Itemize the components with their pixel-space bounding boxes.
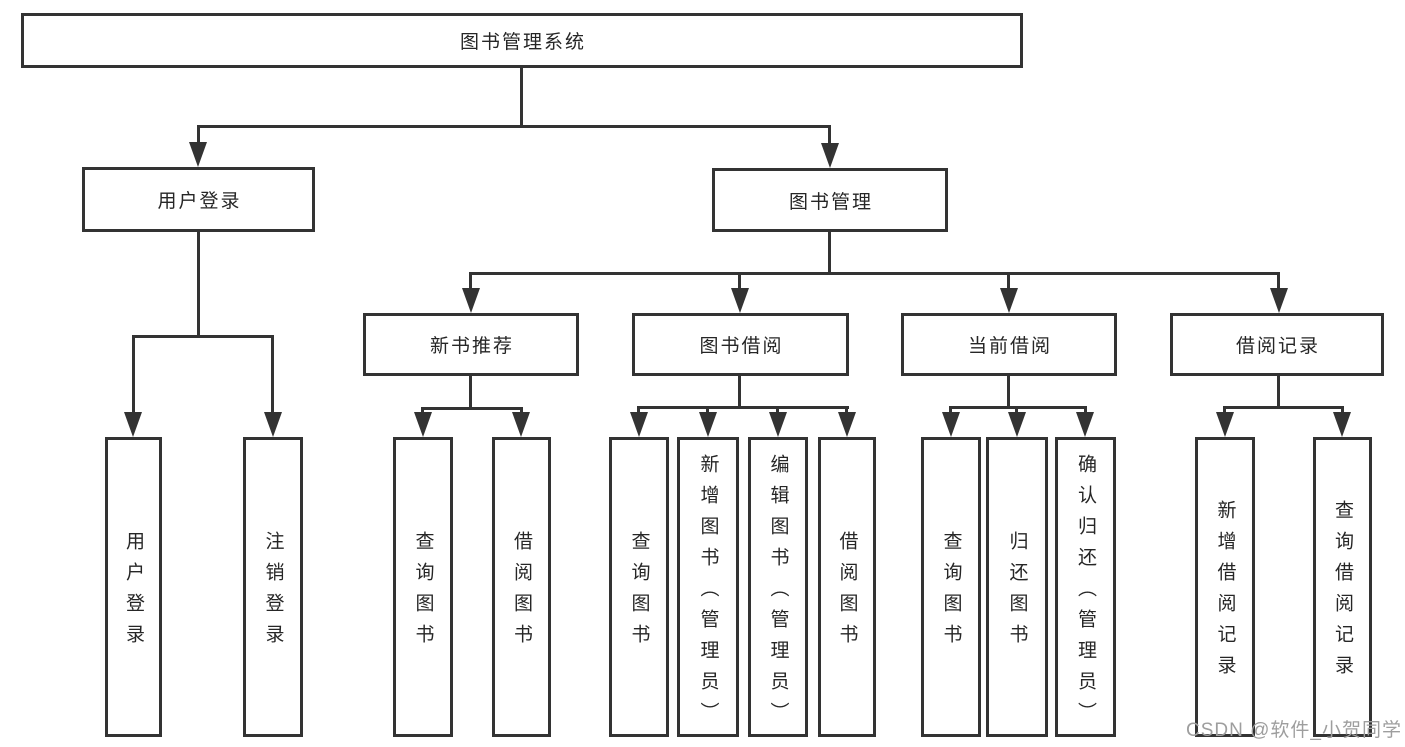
connector-bar bbox=[197, 125, 831, 128]
connector-stem bbox=[520, 68, 523, 125]
connector-bar bbox=[949, 406, 1087, 409]
connector-drop bbox=[738, 272, 741, 288]
connector-drop bbox=[271, 335, 274, 412]
connector-stem bbox=[1007, 376, 1010, 406]
connector-drop bbox=[845, 406, 848, 414]
arrow-down-icon bbox=[1216, 412, 1234, 437]
connector-bar bbox=[637, 406, 849, 409]
arrow-down-icon bbox=[264, 412, 282, 437]
connector-drop bbox=[1223, 406, 1226, 414]
arrow-down-icon bbox=[731, 288, 749, 313]
connector-bar bbox=[1223, 406, 1344, 409]
arrow-down-icon bbox=[462, 288, 480, 313]
connector-stem bbox=[828, 232, 831, 272]
arrow-down-icon bbox=[821, 143, 839, 168]
connector-bar bbox=[469, 272, 1280, 275]
leaf-add-book-admin: 新增图书（管理员） bbox=[677, 437, 739, 737]
node-current-borrow-label: 当前借阅 bbox=[967, 336, 1052, 357]
leaf-logout-label: 注销登录 bbox=[262, 531, 284, 655]
node-book-borrow-label: 图书借阅 bbox=[699, 336, 784, 357]
connector-bar bbox=[421, 407, 523, 410]
connector-drop bbox=[1277, 272, 1280, 288]
connector-drop bbox=[776, 406, 779, 414]
leaf-current-search-book: 查询图书 bbox=[921, 437, 981, 737]
leaf-recommend-search-book: 查询图书 bbox=[393, 437, 453, 737]
leaf-search-borrow-record-label: 查询借阅记录 bbox=[1332, 500, 1353, 686]
arrow-down-icon bbox=[1076, 412, 1094, 437]
leaf-user-login: 用户登录 bbox=[105, 437, 162, 737]
leaf-edit-book-admin: 编辑图书（管理员） bbox=[748, 437, 808, 737]
leaf-borrow-book: 借阅图书 bbox=[818, 437, 876, 737]
node-library-system-label: 图书管理系统 bbox=[459, 32, 586, 53]
node-user-login: 用户登录 bbox=[82, 167, 315, 232]
leaf-borrow-search-book-label: 查询图书 bbox=[628, 531, 650, 655]
connector-drop bbox=[1084, 406, 1087, 414]
node-new-book-recommend-label: 新书推荐 bbox=[429, 336, 514, 357]
leaf-edit-book-admin-label: 编辑图书（管理员） bbox=[767, 453, 789, 733]
connector-drop bbox=[520, 407, 523, 414]
leaf-search-borrow-record: 查询借阅记录 bbox=[1313, 437, 1372, 737]
node-book-management: 图书管理 bbox=[712, 168, 948, 232]
leaf-borrow-search-book: 查询图书 bbox=[609, 437, 669, 737]
node-borrow-record: 借阅记录 bbox=[1170, 313, 1384, 376]
connector-drop bbox=[828, 125, 831, 144]
connector-drop bbox=[1341, 406, 1344, 414]
arrow-down-icon bbox=[124, 412, 142, 437]
connector-drop bbox=[421, 407, 424, 414]
connector-stem bbox=[1277, 376, 1280, 406]
leaf-add-borrow-record: 新增借阅记录 bbox=[1195, 437, 1255, 737]
arrow-down-icon bbox=[769, 412, 787, 437]
node-book-management-label: 图书管理 bbox=[788, 191, 873, 213]
arrow-down-icon bbox=[630, 412, 648, 437]
connector-drop bbox=[1015, 406, 1018, 414]
arrow-down-icon bbox=[1270, 288, 1288, 313]
leaf-add-book-admin-label: 新增图书（管理员） bbox=[697, 453, 719, 733]
leaf-add-borrow-record-label: 新增借阅记录 bbox=[1214, 500, 1236, 686]
arrow-down-icon bbox=[512, 412, 530, 437]
connector-drop bbox=[949, 406, 952, 414]
connector-drop bbox=[132, 335, 135, 412]
connector-bar bbox=[132, 335, 274, 338]
leaf-recommend-search-book-label: 查询图书 bbox=[412, 531, 434, 655]
node-new-book-recommend: 新书推荐 bbox=[363, 313, 579, 376]
leaf-user-login-label: 用户登录 bbox=[123, 531, 144, 655]
leaf-recommend-borrow-book-label: 借阅图书 bbox=[511, 531, 532, 655]
leaf-current-search-book-label: 查询图书 bbox=[940, 531, 962, 655]
connector-stem bbox=[197, 232, 200, 335]
leaf-return-book: 归还图书 bbox=[986, 437, 1048, 737]
node-borrow-record-label: 借阅记录 bbox=[1235, 336, 1320, 357]
node-library-system: 图书管理系统 bbox=[21, 13, 1023, 68]
arrow-down-icon bbox=[942, 412, 960, 437]
arrow-down-icon bbox=[1000, 288, 1018, 313]
leaf-return-book-label: 归还图书 bbox=[1006, 531, 1028, 655]
arrow-down-icon bbox=[699, 412, 717, 437]
leaf-confirm-return-admin-label: 确认归还（管理员） bbox=[1075, 453, 1096, 733]
connector-drop bbox=[469, 272, 472, 288]
connector-drop bbox=[1007, 272, 1010, 288]
arrow-down-icon bbox=[414, 412, 432, 437]
connector-stem bbox=[469, 376, 472, 407]
csdn-watermark: CSDN @软件_小贺同学 bbox=[1186, 720, 1402, 741]
connector-drop bbox=[637, 406, 640, 414]
connector-stem bbox=[738, 376, 741, 406]
connector-drop bbox=[197, 125, 200, 143]
connector-drop bbox=[706, 406, 709, 414]
leaf-confirm-return-admin: 确认归还（管理员） bbox=[1055, 437, 1116, 737]
leaf-logout: 注销登录 bbox=[243, 437, 303, 737]
arrow-down-icon bbox=[1333, 412, 1351, 437]
leaf-borrow-book-label: 借阅图书 bbox=[836, 531, 858, 655]
leaf-recommend-borrow-book: 借阅图书 bbox=[492, 437, 551, 737]
node-book-borrow: 图书借阅 bbox=[632, 313, 849, 376]
arrow-down-icon bbox=[1008, 412, 1026, 437]
arrow-down-icon bbox=[838, 412, 856, 437]
node-user-login-label: 用户登录 bbox=[157, 191, 242, 212]
node-current-borrow: 当前借阅 bbox=[901, 313, 1117, 376]
arrow-down-icon bbox=[189, 142, 207, 167]
